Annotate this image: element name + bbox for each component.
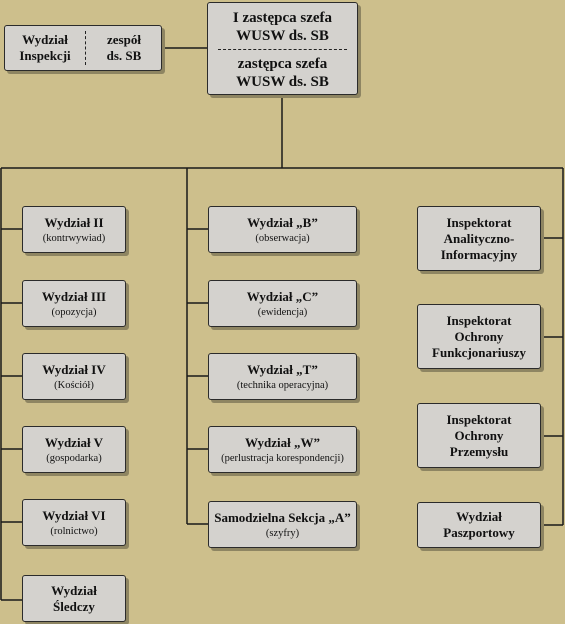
unit-box-wydzial-v: Wydział V (gospodarka) bbox=[22, 426, 126, 473]
unit-line-2: Ochrony bbox=[454, 328, 504, 344]
inspection-left-1: Wydział bbox=[22, 32, 68, 47]
unit-subtitle: (Kościół) bbox=[54, 379, 94, 391]
unit-subtitle: (perlustracja korespondencji) bbox=[221, 452, 344, 464]
dashed-divider bbox=[85, 31, 86, 65]
unit-box-wydzial-t: Wydział „T” (technika operacyjna) bbox=[208, 353, 357, 400]
unit-box-wydzial-sledczy: Wydział Śledczy bbox=[22, 575, 126, 622]
top-line-2: WUSW ds. SB bbox=[236, 28, 329, 44]
unit-box-wydzial-b: Wydział „B” (obserwacja) bbox=[208, 206, 357, 253]
top-line-4: WUSW ds. SB bbox=[236, 74, 329, 90]
unit-line-2: Paszportowy bbox=[443, 525, 515, 540]
unit-title: Wydział bbox=[51, 582, 97, 598]
unit-subtitle: (opozycja) bbox=[51, 306, 97, 318]
unit-line-2: Analityczno- bbox=[443, 230, 515, 246]
unit-line-1: Inspektorat bbox=[446, 411, 512, 427]
top-line-3: zastępca szefa bbox=[237, 56, 328, 72]
unit-box-wydzial-iv: Wydział IV (Kościół) bbox=[22, 353, 126, 400]
unit-line-1: Inspektorat bbox=[446, 214, 512, 230]
unit-line-3: Informacyjny bbox=[440, 246, 518, 262]
unit-title: Wydział III bbox=[41, 288, 107, 304]
unit-title-2: Śledczy bbox=[53, 598, 95, 614]
deputy-chief-box: I zastępca szefa WUSW ds. SB zastępca sz… bbox=[207, 2, 358, 95]
unit-subtitle: (obserwacja) bbox=[255, 232, 310, 244]
unit-title: Wydział V bbox=[44, 434, 104, 450]
unit-subtitle: (rolnictwo) bbox=[50, 525, 98, 537]
unit-line-1: Wydział bbox=[456, 509, 502, 524]
unit-title: Wydział II bbox=[44, 214, 104, 230]
inspection-box: Wydział Inspekcji zespół ds. SB bbox=[4, 25, 162, 71]
inspection-right-2: ds. SB bbox=[106, 48, 142, 63]
unit-box-wydzial-vi: Wydział VI (rolnictwo) bbox=[22, 499, 126, 546]
unit-title: Wydział „B” bbox=[247, 214, 318, 230]
dashed-divider bbox=[218, 49, 347, 50]
unit-box-sekcja-a: Samodzielna Sekcja „A” (szyfry) bbox=[208, 501, 357, 548]
unit-line-3: Przemysłu bbox=[449, 443, 509, 459]
unit-line-1: Inspektorat bbox=[446, 312, 512, 328]
unit-subtitle: (technika operacyjna) bbox=[236, 379, 329, 391]
unit-box-inspektorat-przemyslu: Inspektorat Ochrony Przemysłu bbox=[417, 403, 541, 468]
unit-line-3: Funkcjonariuszy bbox=[432, 344, 526, 360]
unit-title: Samodzielna Sekcja „A” bbox=[214, 509, 351, 525]
inspection-left-2: Inspekcji bbox=[19, 48, 71, 63]
unit-box-wydzial-w: Wydział „W” (perlustracja korespondencji… bbox=[208, 426, 357, 473]
unit-title: Wydział VI bbox=[42, 507, 106, 523]
unit-box-wydzial-c: Wydział „C” (ewidencja) bbox=[208, 280, 357, 327]
unit-title: Wydział „C” bbox=[246, 288, 319, 304]
unit-subtitle: (kontrwywiad) bbox=[42, 232, 106, 244]
unit-box-inspektorat-funkcjonariuszy: Inspektorat Ochrony Funkcjonariuszy bbox=[417, 304, 541, 369]
unit-title: Wydział IV bbox=[42, 361, 106, 377]
unit-subtitle: (ewidencja) bbox=[257, 306, 308, 318]
unit-box-wydzial-iii: Wydział III (opozycja) bbox=[22, 280, 126, 327]
unit-line-2: Ochrony bbox=[454, 427, 504, 443]
top-line-1: I zastępca szefa bbox=[232, 10, 333, 26]
unit-subtitle: (szyfry) bbox=[265, 527, 300, 539]
unit-subtitle: (gospodarka) bbox=[46, 452, 102, 464]
inspection-right-1: zespół bbox=[107, 32, 141, 47]
unit-title: Wydział „T” bbox=[247, 361, 318, 377]
unit-box-wydzial-ii: Wydział II (kontrwywiad) bbox=[22, 206, 126, 253]
unit-box-wydzial-paszportowy: Wydział Paszportowy bbox=[417, 502, 541, 548]
unit-title: Wydział „W” bbox=[245, 434, 320, 450]
unit-box-inspektorat-analityczny: Inspektorat Analityczno- Informacyjny bbox=[417, 206, 541, 271]
